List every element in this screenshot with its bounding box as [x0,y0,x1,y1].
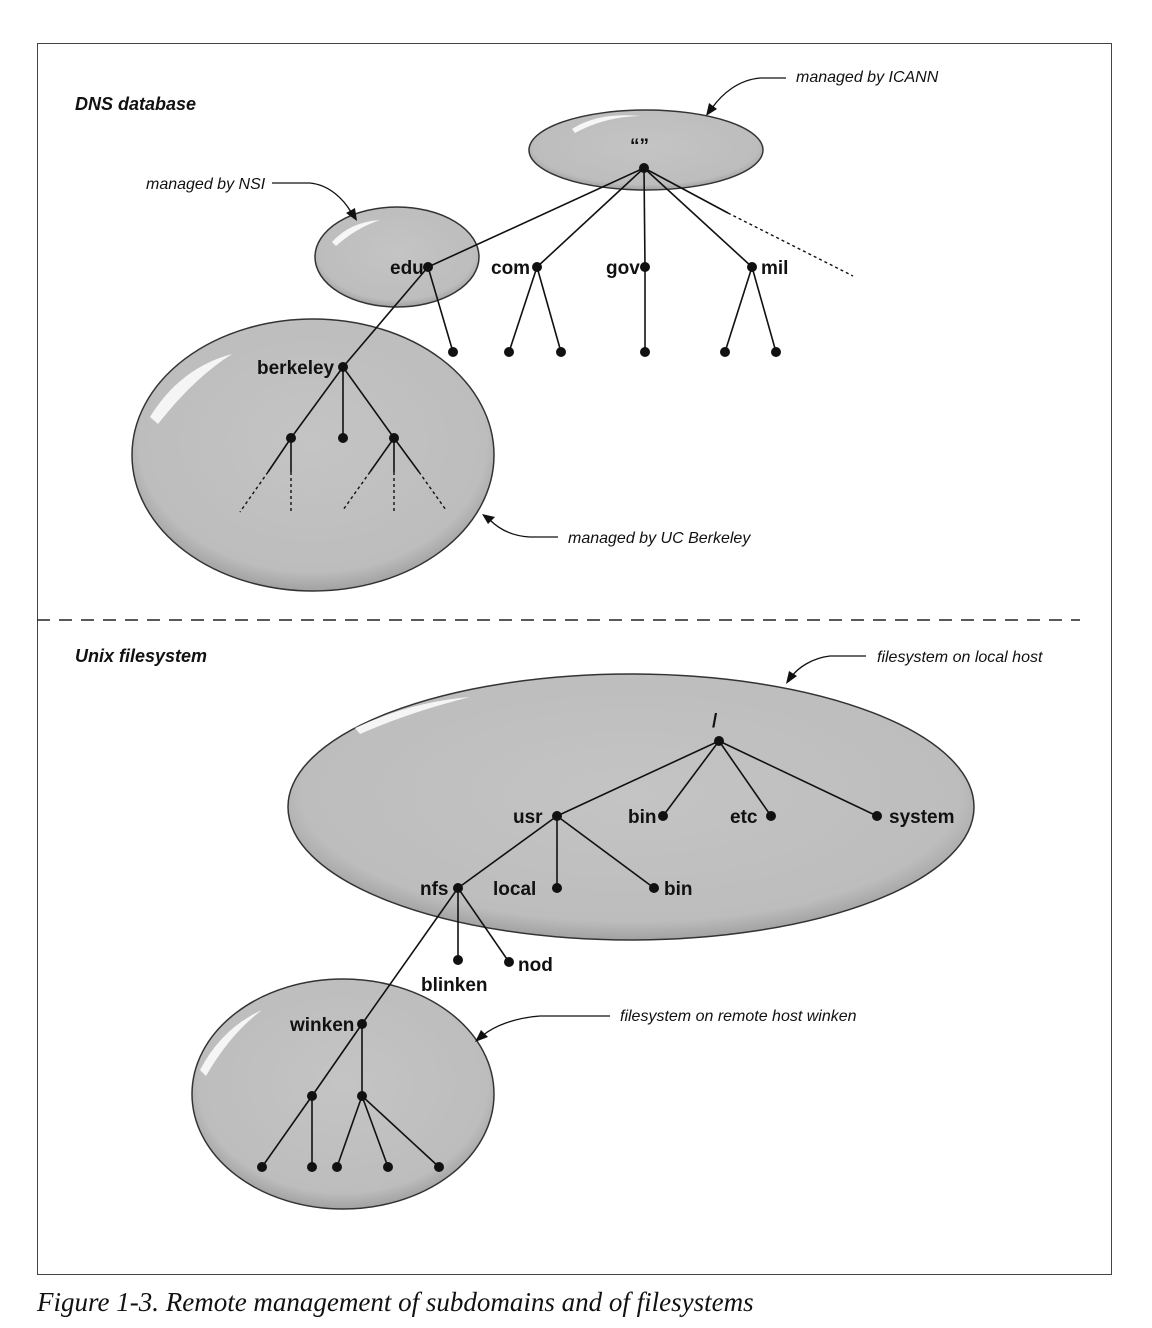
label-dns-root: “” [630,136,649,157]
node-mil [747,262,757,272]
section-title-unix: Unix filesystem [75,646,207,666]
zone-remote-host [191,978,495,1210]
label-edu: edu [390,258,424,279]
note-remote-host: filesystem on remote host winken [620,1008,857,1025]
node-leaf [257,1162,267,1172]
node-bin-top [658,811,668,821]
node-leaf [720,347,730,357]
arrow-head-icon [346,208,357,221]
note-nsi: managed by NSI [146,176,266,193]
label-gov: gov [606,258,640,279]
annotation-arrows [272,77,866,1042]
label-bin-usr: bin [664,879,693,900]
node-bin-usr [649,883,659,893]
node-leaf [640,347,650,357]
node-com [532,262,542,272]
node-leaf [389,433,399,443]
node-leaf [332,1162,342,1172]
node-fs-root [714,736,724,746]
node-edu [423,262,433,272]
label-fs-root: / [712,711,718,732]
label-etc: etc [730,807,758,828]
zone-icann [528,109,764,191]
zone-nsi [314,206,480,308]
node-leaf [338,433,348,443]
node-leaf [307,1162,317,1172]
note-icann: managed by ICANN [796,69,939,86]
label-mil: mil [761,258,788,279]
fs-edges [261,740,878,1168]
label-bin-top: bin [628,807,657,828]
figure-frame [37,43,1112,1275]
label-berkeley: berkeley [257,358,335,379]
node-leaf [556,347,566,357]
figure-caption: Figure 1-3. Remote management of subdoma… [37,1287,754,1317]
label-com: com [491,258,530,279]
node-winken [357,1019,367,1029]
node-leaf [357,1091,367,1101]
arrow-head-icon [706,103,717,116]
arrow-head-icon [482,514,495,524]
node-leaf [434,1162,444,1172]
label-blinken: blinken [421,975,488,996]
dns-edges [239,167,854,513]
arrow-head-icon [475,1030,488,1042]
dns-node-dots [286,163,781,443]
node-gov [640,262,650,272]
label-winken: winken [289,1015,354,1036]
node-usr [552,811,562,821]
node-berkeley [338,362,348,372]
node-leaf [307,1091,317,1101]
zone-berkeley [131,318,495,592]
node-leaf [448,347,458,357]
label-nfs: nfs [420,879,449,900]
note-local-host: filesystem on local host [877,649,1043,666]
node-nod [504,957,514,967]
label-local: local [493,879,536,900]
node-etc [766,811,776,821]
node-leaf [771,347,781,357]
node-blinken [453,955,463,965]
label-nod: nod [518,955,553,976]
node-system [872,811,882,821]
node-leaf [286,433,296,443]
node-dns-root [639,163,649,173]
zone-local-host [287,673,975,941]
node-leaf [504,347,514,357]
fs-node-dots [257,736,882,1172]
node-nfs [453,883,463,893]
note-berkeley: managed by UC Berkeley [568,530,751,547]
label-system: system [889,807,955,828]
node-local [552,883,562,893]
node-leaf [383,1162,393,1172]
section-title-dns: DNS database [75,94,196,114]
label-usr: usr [513,807,543,828]
arrow-head-icon [786,671,797,684]
